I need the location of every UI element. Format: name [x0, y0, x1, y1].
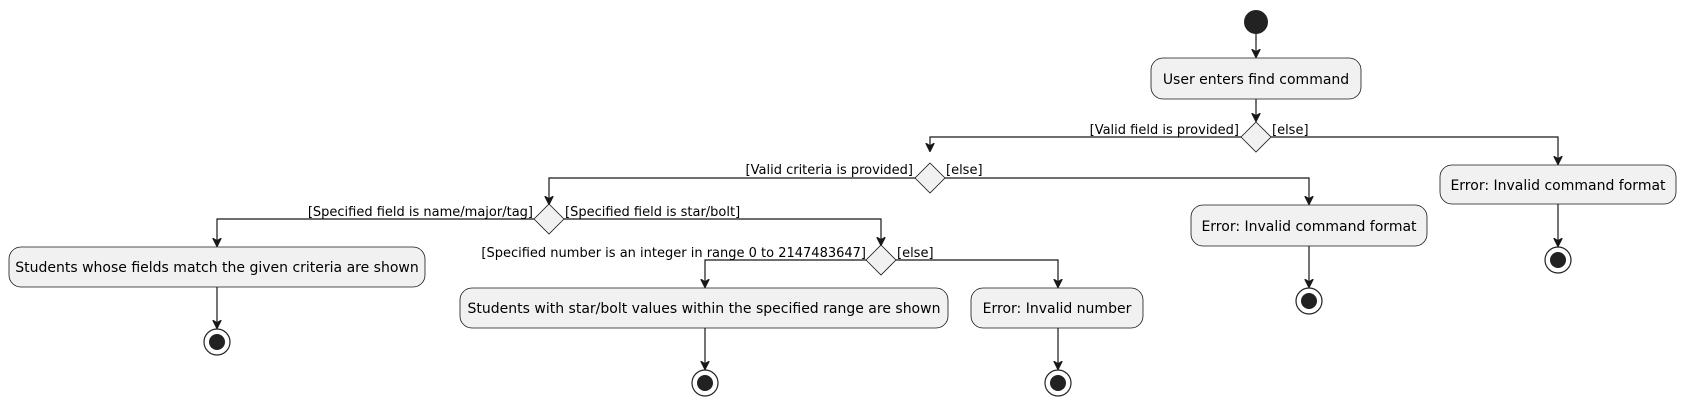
guard-else-3: [else] — [897, 246, 934, 261]
decision-specified-field — [533, 203, 565, 235]
start-node — [1244, 10, 1268, 34]
decision-number-range — [865, 244, 897, 276]
activity-error-invalid-format-inner: Error: Invalid command format — [1190, 204, 1428, 247]
activity-user-enters: User enters find command — [1150, 57, 1362, 100]
guard-valid-field: [Valid field is provided] — [1090, 123, 1239, 138]
guard-else-1: [else] — [1272, 123, 1309, 138]
activity-students-star-bolt-label: Students with star/bolt values within th… — [468, 301, 941, 317]
decision-valid-criteria — [914, 162, 946, 194]
edge-decision-3-star-bolt — [563, 218, 881, 245]
guard-else-2: [else] — [946, 163, 983, 178]
edge-decision-1-valid-field — [930, 136, 1242, 151]
end-node-error-outer — [1544, 246, 1572, 274]
end-node-error-inner — [1295, 287, 1323, 315]
end-node-students-match — [203, 328, 231, 356]
edge-decision-3-name-major-tag — [217, 218, 535, 246]
edge-decision-4-else — [895, 259, 1058, 287]
guard-field-star-bolt: [Specified field is star/bolt] — [565, 205, 740, 220]
activity-students-match: Students whose fields match the given cr… — [8, 246, 426, 288]
edge-decision-2-valid-criteria — [549, 177, 916, 204]
guard-field-name-major-tag: [Specified field is name/major/tag] — [308, 205, 533, 220]
guard-valid-criteria: [Valid criteria is provided] — [746, 163, 913, 178]
guard-number-in-range: [Specified number is an integer in range… — [481, 246, 866, 261]
edge-decision-2-else — [944, 177, 1309, 204]
activity-error-inner-label: Error: Invalid command format — [1201, 219, 1417, 235]
end-node-error-number — [1044, 369, 1072, 397]
activity-user-enters-label: User enters find command — [1163, 72, 1349, 88]
activity-error-outer-label: Error: Invalid command format — [1450, 178, 1666, 194]
activity-error-number-label: Error: Invalid number — [983, 301, 1132, 317]
activity-students-star-bolt: Students with star/bolt values within th… — [459, 287, 949, 329]
decision-valid-field — [1240, 121, 1272, 153]
end-node-students-star-bolt — [691, 369, 719, 397]
edges — [217, 34, 1558, 369]
activity-error-invalid-number: Error: Invalid number — [970, 287, 1144, 329]
edge-decision-1-else — [1270, 136, 1558, 164]
edge-decision-4-in-range — [705, 259, 867, 287]
activity-error-invalid-format-outer: Error: Invalid command format — [1439, 164, 1677, 205]
activity-students-match-label: Students whose fields match the given cr… — [15, 260, 418, 276]
